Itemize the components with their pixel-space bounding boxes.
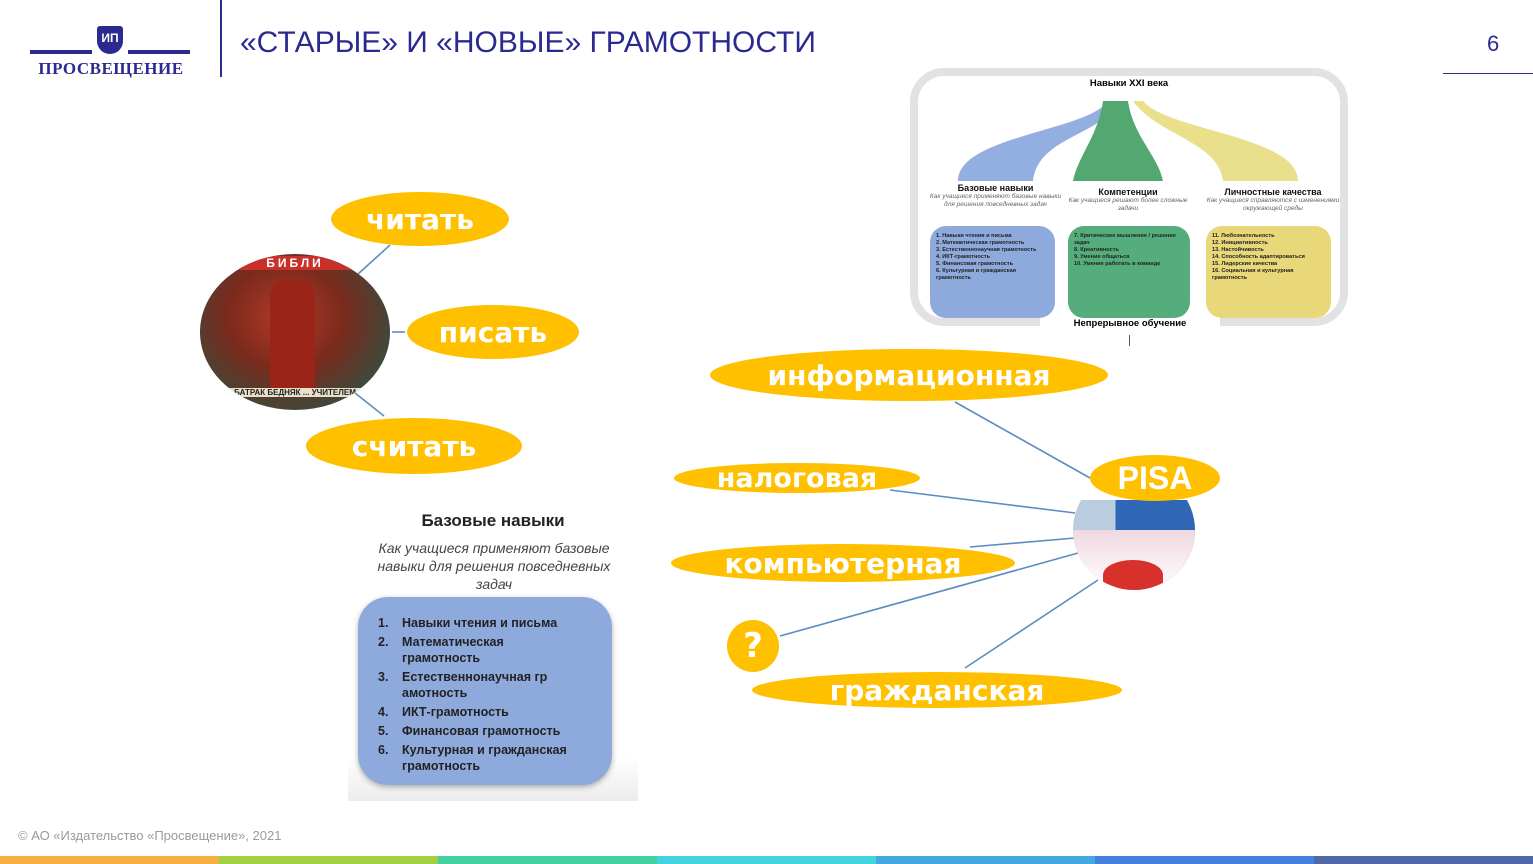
card-list-box: 1.Навыки чтения и письма 2.Математическа… bbox=[358, 597, 612, 785]
line-unknown bbox=[779, 552, 1079, 637]
list-item: 12. Инициативность bbox=[1212, 240, 1268, 246]
page-number: 6 bbox=[1487, 31, 1500, 56]
bubble-write: писать bbox=[407, 305, 579, 359]
list-item: 2.Математическая грамотность bbox=[378, 635, 504, 665]
skills21-branches bbox=[958, 101, 1298, 181]
bubble-count: считать bbox=[306, 418, 522, 474]
header-divider bbox=[220, 0, 222, 77]
list-item: 16. Социальная и культурная грамотность bbox=[1212, 268, 1294, 281]
stripe-segment bbox=[0, 856, 219, 864]
skills21-tick bbox=[1129, 335, 1130, 346]
skills21-diagram: Навыки XXI века Базовые навыки Как учащи… bbox=[910, 68, 1348, 326]
pisa-bubble: PISA bbox=[1090, 455, 1220, 501]
list-item: 14. Способность адаптироваться bbox=[1212, 254, 1305, 260]
logo: ИП ПРОСВЕЩЕНИЕ bbox=[30, 26, 190, 78]
list-item: 3.Естественнонаучная грамотность bbox=[378, 670, 548, 700]
list-item: 3. Естественнонаучная грамотность bbox=[936, 247, 1037, 253]
line-read bbox=[356, 244, 391, 276]
bubble-computer: компьютерная bbox=[671, 544, 1015, 582]
list-item: 15. Лидерские качества bbox=[1212, 261, 1278, 267]
bubble-informational: информационная bbox=[710, 349, 1108, 401]
skills21-col-competencies: Компетенции Как учащиеся решают более сл… bbox=[1068, 187, 1188, 213]
list-item: 5.Финансовая грамотность bbox=[378, 724, 561, 738]
list-item: 4. ИКТ-грамотность bbox=[936, 254, 991, 260]
bubble-tax: налоговая bbox=[674, 463, 920, 494]
line-info bbox=[954, 401, 1091, 479]
col-subtitle: Как учащиеся справляются с изменениями о… bbox=[1206, 197, 1340, 212]
bubble-read: читать bbox=[331, 192, 509, 246]
logo-text: ПРОСВЕЩЕНИЕ bbox=[38, 59, 184, 78]
list-item: 13. Настойчивость bbox=[1212, 247, 1264, 253]
col-title: Компетенции bbox=[1098, 187, 1158, 197]
list-item: 4.ИКТ-грамотность bbox=[378, 705, 509, 719]
logo-rule-right bbox=[128, 50, 190, 54]
logo-shield-icon: ИП bbox=[97, 26, 123, 54]
copyright: © АО «Издательство «Просвещение», 2021 bbox=[18, 828, 282, 843]
list-item: 9. Умение общаться bbox=[1074, 254, 1130, 260]
skills21-col-basic: Базовые навыки Как учащиеся применяют ба… bbox=[928, 183, 1063, 209]
logo-rule-left bbox=[30, 50, 92, 54]
col-subtitle: Как учащиеся применяют базовые навыки дл… bbox=[929, 193, 1062, 208]
basic-skills-card: Базовые навыки Как учащиеся применяют ба… bbox=[348, 505, 638, 801]
card-list: 1.Навыки чтения и письма 2.Математическа… bbox=[378, 615, 602, 774]
list-item: 1.Навыки чтения и письма bbox=[378, 616, 558, 630]
page-title: «СТАРЫЕ» И «НОВЫЕ» ГРАМОТНОСТИ bbox=[240, 26, 816, 59]
list-item: 10. Умение работать в команде bbox=[1074, 261, 1161, 267]
line-civic bbox=[964, 579, 1099, 669]
bubble-civic: гражданская bbox=[752, 672, 1122, 708]
poster-bottom-text: БАТРАК БЕДНЯК ... УЧИТЕЛЕМ bbox=[220, 388, 370, 397]
color-stripe bbox=[0, 856, 1533, 864]
line-computer bbox=[969, 537, 1076, 548]
stripe-segment bbox=[1314, 856, 1533, 864]
list-item: 8. Креативность bbox=[1074, 247, 1119, 253]
skills21-footer: Непрерывное обучение bbox=[1040, 318, 1220, 329]
poster-image: БИБЛИ БАТРАК БЕДНЯК ... УЧИТЕЛЕМ bbox=[200, 254, 390, 410]
list-item: 1. Навыки чтения и письма bbox=[936, 233, 1012, 239]
col-subtitle: Как учащиеся решают более сложные задачи bbox=[1068, 197, 1188, 212]
list-item: 5. Финансовая грамотность bbox=[936, 261, 1014, 267]
pisa-child-cape bbox=[1103, 560, 1163, 590]
list-item: 6.Культурная и гражданская грамотность bbox=[378, 743, 567, 773]
col-title: Базовые навыки bbox=[957, 183, 1034, 193]
poster-top-text: БИБЛИ bbox=[240, 256, 350, 270]
list-item: 11. Любознательность bbox=[1212, 233, 1275, 239]
skills21-col-personal: Личностные качества Как учащиеся справля… bbox=[1203, 187, 1343, 213]
stripe-segment bbox=[438, 856, 657, 864]
list-item: 6. Культурная и гражданская грамотность bbox=[936, 268, 1016, 281]
col-title: Личностные качества bbox=[1224, 187, 1322, 197]
bubble-unknown: ? bbox=[727, 620, 779, 672]
poster-figure bbox=[270, 279, 315, 389]
line-tax bbox=[889, 489, 1076, 514]
stripe-segment bbox=[657, 856, 876, 864]
stripe-segment bbox=[1095, 856, 1314, 864]
stripe-segment bbox=[876, 856, 1095, 864]
stripe-segment bbox=[219, 856, 438, 864]
card-subtitle: Как учащиеся применяют базовые навыки дл… bbox=[377, 540, 611, 592]
list-item: 2. Математическая грамотность bbox=[936, 240, 1025, 246]
list-item: 7. Критическое мышление / решение задач bbox=[1074, 233, 1176, 246]
skills21-title: Навыки XXI века bbox=[1089, 78, 1169, 89]
page-number-rule bbox=[1443, 73, 1533, 74]
card-title: Базовые навыки bbox=[421, 511, 565, 530]
